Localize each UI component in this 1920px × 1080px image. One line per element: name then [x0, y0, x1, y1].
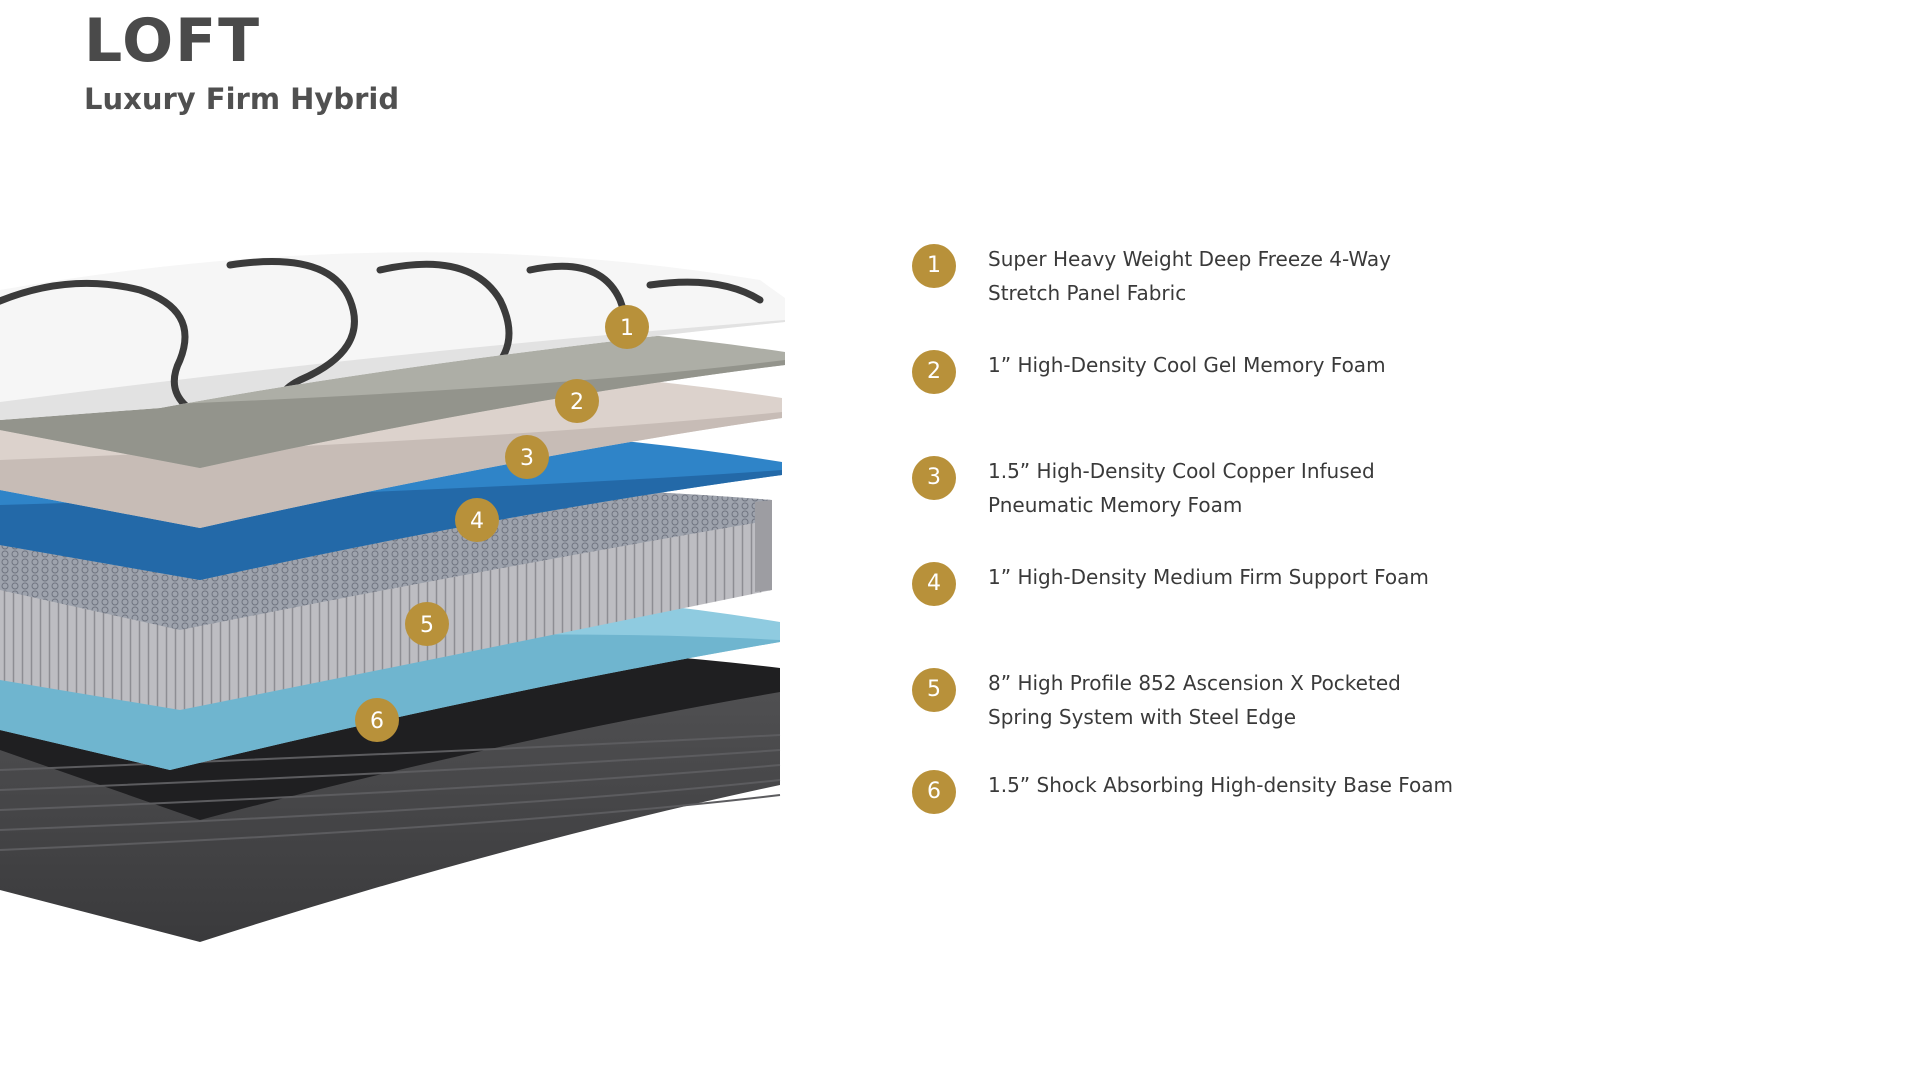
- mattress-layers-diagram: 1 2 3 4 5 6: [0, 252, 785, 942]
- diagram-badge-number: 1: [620, 316, 634, 341]
- product-subtitle: Luxury Firm Hybrid: [84, 82, 400, 116]
- legend-item-1: 1 Super Heavy Weight Deep Freeze 4-Way S…: [912, 242, 1548, 310]
- number-badge-icon: 4: [912, 562, 956, 606]
- diagram-badge-number: 5: [420, 613, 434, 638]
- diagram-badge-1: 1: [605, 305, 649, 349]
- diagram-badge-2: 2: [555, 379, 599, 423]
- diagram-badge-5: 5: [405, 602, 449, 646]
- diagram-badge-number: 6: [370, 709, 384, 734]
- product-title: LOFT: [84, 6, 262, 76]
- diagram-badge-number: 2: [570, 390, 584, 415]
- legend-item-text: 1” High-Density Medium Firm Support Foam: [988, 565, 1429, 589]
- legend-item-3: 3 1.5” High-Density Cool Copper Infused …: [912, 454, 1548, 522]
- fabric-panel-layer: [0, 252, 785, 420]
- diagram-badge-number: 3: [520, 446, 534, 471]
- legend-item-text: 1.5” High-Density Cool Copper Infused Pn…: [988, 459, 1375, 517]
- layer-legend: 1 Super Heavy Weight Deep Freeze 4-Way S…: [912, 242, 1612, 842]
- number-badge-icon: 6: [912, 770, 956, 814]
- number-badge-icon: [605, 305, 649, 349]
- legend-item-6: 6 1.5” Shock Absorbing High-density Base…: [912, 768, 1548, 814]
- diagram-badge-4: 4: [455, 498, 499, 542]
- legend-item-4: 4 1” High-Density Medium Firm Support Fo…: [912, 560, 1548, 606]
- legend-item-text: 1” High-Density Cool Gel Memory Foam: [988, 353, 1386, 377]
- diagram-badge-3: 3: [505, 435, 549, 479]
- legend-item-5: 5 8” High Profile 852 Ascension X Pocket…: [912, 666, 1548, 734]
- number-badge-icon: 1: [912, 244, 956, 288]
- legend-item-2: 2 1” High-Density Cool Gel Memory Foam: [912, 348, 1548, 394]
- number-badge-icon: [355, 698, 399, 742]
- number-badge-icon: [555, 379, 599, 423]
- number-badge-icon: [405, 602, 449, 646]
- number-badge-icon: 2: [912, 350, 956, 394]
- number-badge-icon: [505, 435, 549, 479]
- legend-item-text: 1.5” Shock Absorbing High-density Base F…: [988, 773, 1453, 797]
- diagram-badge-6: 6: [355, 698, 399, 742]
- diagram-badge-number: 4: [470, 509, 484, 534]
- legend-item-text: 8” High Profile 852 Ascension X Pocketed…: [988, 671, 1401, 729]
- number-badge-icon: [455, 498, 499, 542]
- number-badge-icon: 3: [912, 456, 956, 500]
- legend-item-text: Super Heavy Weight Deep Freeze 4-Way Str…: [988, 247, 1391, 305]
- number-badge-icon: 5: [912, 668, 956, 712]
